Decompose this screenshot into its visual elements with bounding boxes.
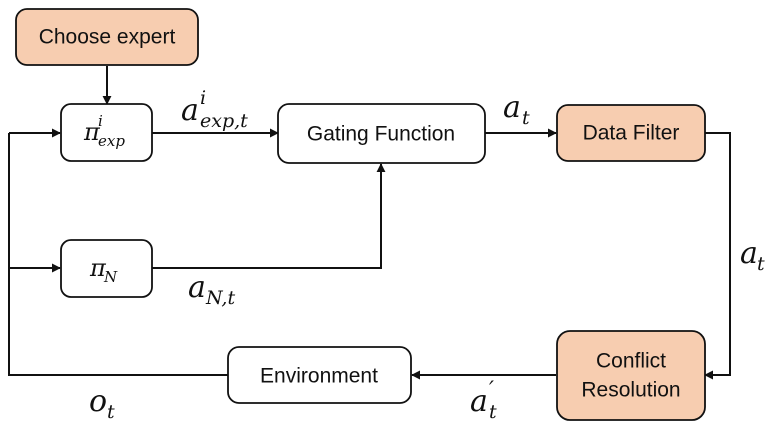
edge-environment-feedback bbox=[8, 133, 228, 376]
edge-label-a-n-sub: N,t bbox=[205, 287, 235, 309]
pi-n-subscript: N bbox=[103, 268, 118, 286]
gating-function-label: Gating Function bbox=[307, 123, 455, 146]
edge-label-a-n: a N,t bbox=[188, 270, 235, 309]
edge-label-a-prime-base: a bbox=[470, 384, 488, 419]
edge-label-a-prime: a ′ t bbox=[470, 370, 504, 423]
conflict-resolution-label-line2: Resolution bbox=[581, 379, 680, 402]
edge-label-o-t: o t bbox=[89, 384, 117, 423]
pi-n-label: π N bbox=[89, 254, 118, 286]
choose-expert-node: Choose expert bbox=[15, 8, 199, 66]
edge-label-a-t-right: a t bbox=[740, 236, 767, 275]
pi-n-symbol: π bbox=[89, 254, 107, 282]
choose-expert-box bbox=[15, 8, 199, 66]
edge-label-a-exp-sub: exp,t bbox=[200, 110, 248, 132]
edge-label-a-n-base: a bbox=[188, 270, 206, 305]
edge-label-o-t-base: o bbox=[89, 384, 107, 419]
pi-exp-box bbox=[60, 103, 153, 162]
edge-label-a-t-right-sub: t bbox=[757, 253, 765, 275]
environment-label: Environment bbox=[260, 365, 378, 388]
edge-label-a-t-right-base: a bbox=[740, 236, 758, 271]
pi-exp-subscript: exp bbox=[98, 132, 125, 150]
pi-n-box bbox=[60, 239, 153, 298]
edge-label-a-t-top: a t bbox=[503, 90, 530, 129]
edge-label-a-t-top-sub: t bbox=[522, 107, 530, 129]
data-filter-label: Data Filter bbox=[583, 122, 680, 145]
conflict-resolution-node: Conflict Resolution bbox=[556, 330, 706, 421]
pi-exp-label: π i exp bbox=[83, 104, 125, 150]
gating-function-node: Gating Function bbox=[277, 103, 486, 164]
conflict-resolution-label-line1: Conflict bbox=[596, 350, 666, 373]
edge-label-a-exp-sup: i bbox=[200, 87, 206, 109]
environment-node: Environment bbox=[227, 346, 412, 404]
edge-label-a-exp: a i exp,t bbox=[181, 77, 248, 132]
edge-label-a-prime-sub: t bbox=[489, 401, 497, 423]
edge-label-a-prime-sup: ′ bbox=[489, 378, 494, 403]
gating-function-box bbox=[277, 103, 486, 164]
edge-filter-to-conflict bbox=[704, 132, 731, 380]
edge-label-o-t-sub: t bbox=[107, 401, 115, 423]
data-filter-node: Data Filter bbox=[556, 104, 706, 162]
edge-label-a-exp-base: a bbox=[181, 93, 199, 128]
edge-pi-n-to-gating bbox=[152, 163, 386, 269]
edge-label-a-t-top-base: a bbox=[503, 90, 521, 125]
pi-n-node: π N bbox=[60, 239, 153, 298]
environment-box bbox=[227, 346, 412, 404]
pi-exp-symbol: π bbox=[83, 118, 101, 146]
pi-exp-superscript: i bbox=[98, 112, 103, 130]
conflict-resolution-box bbox=[556, 330, 706, 421]
choose-expert-label: Choose expert bbox=[39, 26, 176, 49]
pi-exp-node: π i exp bbox=[60, 103, 153, 162]
data-filter-box bbox=[556, 104, 706, 162]
